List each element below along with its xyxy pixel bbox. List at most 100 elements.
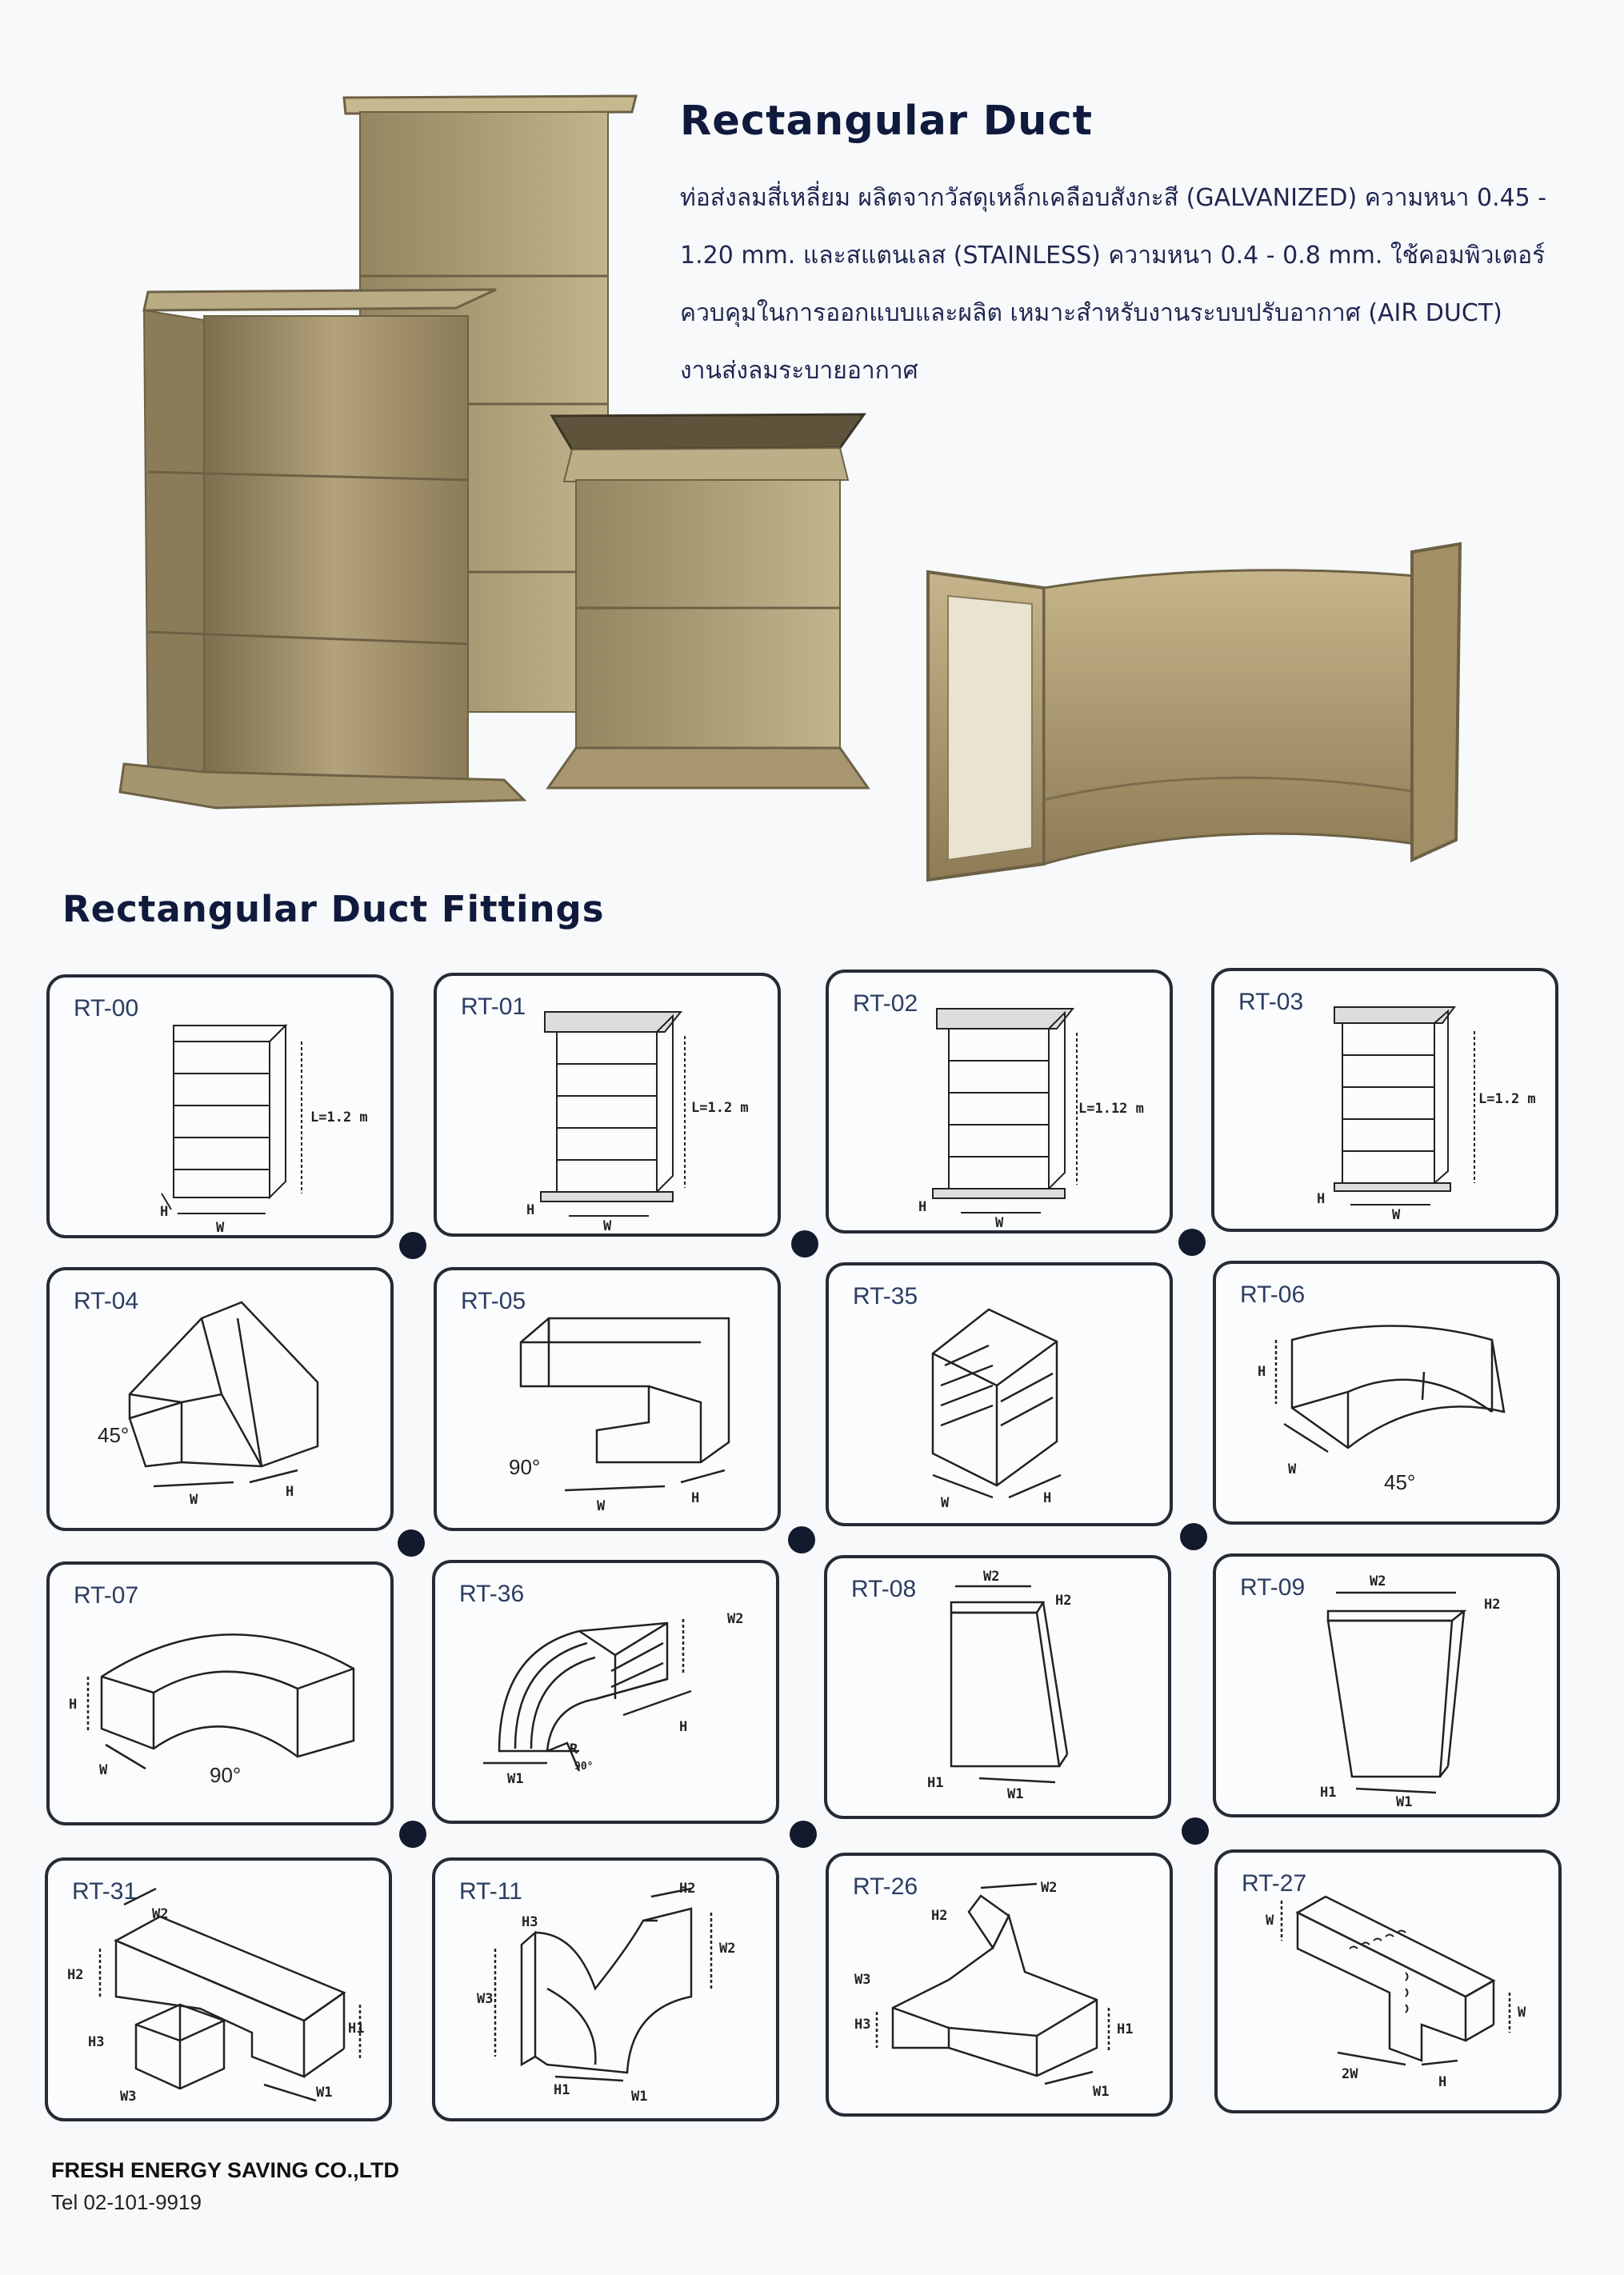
fitting-code: RT-02 xyxy=(853,990,918,1017)
angle-label: 45° xyxy=(98,1423,129,1447)
fitting-card-rt-00: RT-00 L=1.2 m H W xyxy=(46,974,394,1238)
dim-label: H xyxy=(1438,2074,1446,2090)
fitting-card-rt-02: RT-02 L=1.12 m H W xyxy=(826,970,1173,1233)
taper-diagram: W2 H2 H1 W1 xyxy=(1320,1573,1500,1810)
short-duct-photo xyxy=(546,413,870,790)
separator-dot xyxy=(1178,1229,1206,1256)
description-line: งานส่งลมระบายอากาศ xyxy=(680,357,918,385)
dim-label: H xyxy=(1258,1364,1266,1380)
flanged-duct-diagram: L=1.2 m H W xyxy=(1317,1006,1536,1223)
dim-label: W2 xyxy=(719,1941,735,1957)
product-description: ท่อส่งลมสี่เหลี่ยม ผลิตจากวัสดุเหล็กเคลื… xyxy=(680,170,1584,400)
tee-diagram: W2 H2 H3 W3 H1 W1 xyxy=(67,1887,364,2105)
dim-label: H2 xyxy=(67,1967,83,1983)
straight-duct-diagram: L=1.2 m H W xyxy=(160,1023,368,1235)
dim-label: W xyxy=(1518,2005,1526,2021)
dim-label: W2 xyxy=(983,1569,999,1585)
large-duct-photo xyxy=(118,288,527,810)
dim-label: H xyxy=(160,1204,168,1220)
separator-dot xyxy=(398,1529,425,1557)
fitting-code: RT-04 xyxy=(74,1288,139,1314)
fitting-code: RT-07 xyxy=(74,1582,139,1609)
fitting-card-rt-08: RT-08 W2 H2 H1 W1 xyxy=(824,1555,1171,1819)
dim-label: W1 xyxy=(1007,1786,1023,1802)
dim-label: H1 xyxy=(1320,1785,1336,1801)
dim-label: 90° xyxy=(574,1761,593,1773)
dim-label: H2 xyxy=(1484,1597,1500,1613)
dim-label: H xyxy=(679,1719,687,1735)
fitting-code: RT-01 xyxy=(461,994,526,1020)
fitting-code: RT-00 xyxy=(74,995,139,1022)
dim-label: L=1.2 m xyxy=(310,1110,368,1126)
dim-label: H xyxy=(286,1484,294,1500)
dim-label: W xyxy=(995,1215,1004,1230)
dim-label: W3 xyxy=(120,2089,136,2105)
separator-dot xyxy=(788,1526,815,1553)
dim-label: H2 xyxy=(931,1908,947,1924)
dim-label: H2 xyxy=(1055,1593,1071,1609)
dim-label: H3 xyxy=(522,1914,538,1930)
duct-photos xyxy=(118,94,1462,882)
page-title: Rectangular Duct xyxy=(680,98,1094,145)
company-phone: Tel 02-101-9919 xyxy=(51,2190,202,2214)
description-line: ท่อส่งลมสี่เหลี่ยม ผลิตจากวัสดุเหล็กเคลื… xyxy=(680,184,1547,212)
reducer-diagram: W2 H2 H1 W1 xyxy=(927,1569,1071,1802)
dim-label: W xyxy=(99,1762,108,1778)
fitting-code: RT-06 xyxy=(1240,1281,1306,1308)
fitting-code: RT-31 xyxy=(72,1878,138,1905)
fitting-card-rt-36: RT-36 W2 H W1 R 90° xyxy=(432,1560,779,1824)
company-name: FRESH ENERGY SAVING CO.,LTD xyxy=(51,2158,400,2182)
dim-label: L=1.2 m xyxy=(1478,1091,1536,1107)
angle-label: 90° xyxy=(509,1455,540,1479)
fitting-card-rt-26: RT-26 W2 H2 W3 H3 H1 W1 xyxy=(826,1853,1173,2117)
dim-label: W xyxy=(190,1492,198,1508)
dim-label: H1 xyxy=(554,2082,570,2098)
fitting-card-rt-01: RT-01 L=1.2 m H W xyxy=(434,973,781,1237)
vaned-curved-elbow-diagram: W2 H W1 R 90° xyxy=(483,1611,743,1787)
dim-label: W1 xyxy=(316,2085,332,2101)
dim-label: R xyxy=(570,1741,578,1757)
dim-label: H3 xyxy=(88,2034,104,2050)
fitting-card-rt-11: RT-11 H3 W3 H2 W2 H1 W1 xyxy=(432,1857,779,2121)
elbow-45-diagram: 45° W H xyxy=(98,1301,319,1508)
fitting-code: RT-35 xyxy=(853,1283,918,1309)
dim-label: W2 xyxy=(152,1906,168,1922)
elbow-duct-photo xyxy=(926,542,1462,882)
fitting-code: RT-11 xyxy=(459,1878,522,1905)
dim-label: W2 xyxy=(727,1611,743,1627)
dim-label: W xyxy=(1392,1207,1401,1223)
description-line: ควบคุมในการออกแบบและผลิต เหมาะสำหรับงานร… xyxy=(680,299,1502,327)
dim-label: L=1.12 m xyxy=(1078,1101,1144,1117)
curved-elbow-45-diagram: H W 45° xyxy=(1258,1325,1506,1494)
curved-elbow-90-diagram: H W 90° xyxy=(69,1633,355,1787)
dim-label: W2 xyxy=(1041,1880,1057,1896)
separator-dot xyxy=(399,1232,426,1259)
dim-label: H1 xyxy=(1117,2021,1133,2037)
vaned-elbow-diagram: W H xyxy=(931,1308,1062,1511)
fitting-card-rt-04: RT-04 45° W H xyxy=(46,1267,394,1531)
dim-label: H xyxy=(1317,1191,1325,1207)
separator-dot xyxy=(1182,1817,1209,1845)
fitting-card-rt-31: RT-31 W2 H2 H3 W3 H1 W1 xyxy=(45,1857,392,2121)
dim-label: W3 xyxy=(854,1972,870,1988)
dim-label: H xyxy=(691,1490,699,1506)
fitting-card-rt-03: RT-03 L=1.2 m H W xyxy=(1211,968,1558,1232)
dim-label: W xyxy=(603,1218,612,1233)
dim-label: H xyxy=(526,1202,534,1218)
fitting-code: RT-36 xyxy=(459,1581,525,1607)
separator-dot xyxy=(399,1821,426,1848)
dim-label: H xyxy=(1043,1490,1051,1506)
separator-dot xyxy=(790,1821,817,1848)
dim-label: 2W xyxy=(1342,2066,1358,2082)
fitting-code: RT-27 xyxy=(1242,1870,1307,1897)
dim-label: H xyxy=(69,1697,77,1713)
dim-label: H2 xyxy=(679,1881,695,1897)
fitting-code: RT-08 xyxy=(851,1576,917,1602)
separator-dot xyxy=(1180,1523,1207,1550)
fitting-card-rt-09: RT-09 W2 H2 H1 W1 xyxy=(1213,1553,1560,1817)
dim-label: W xyxy=(216,1220,225,1235)
fitting-code: RT-03 xyxy=(1238,989,1304,1015)
description-line: 1.20 mm. และสแตนเลส (STAINLESS) ความหนา … xyxy=(680,242,1546,270)
dim-label: W1 xyxy=(1396,1794,1412,1810)
elbow-90-diagram: 90° W H xyxy=(509,1317,730,1514)
